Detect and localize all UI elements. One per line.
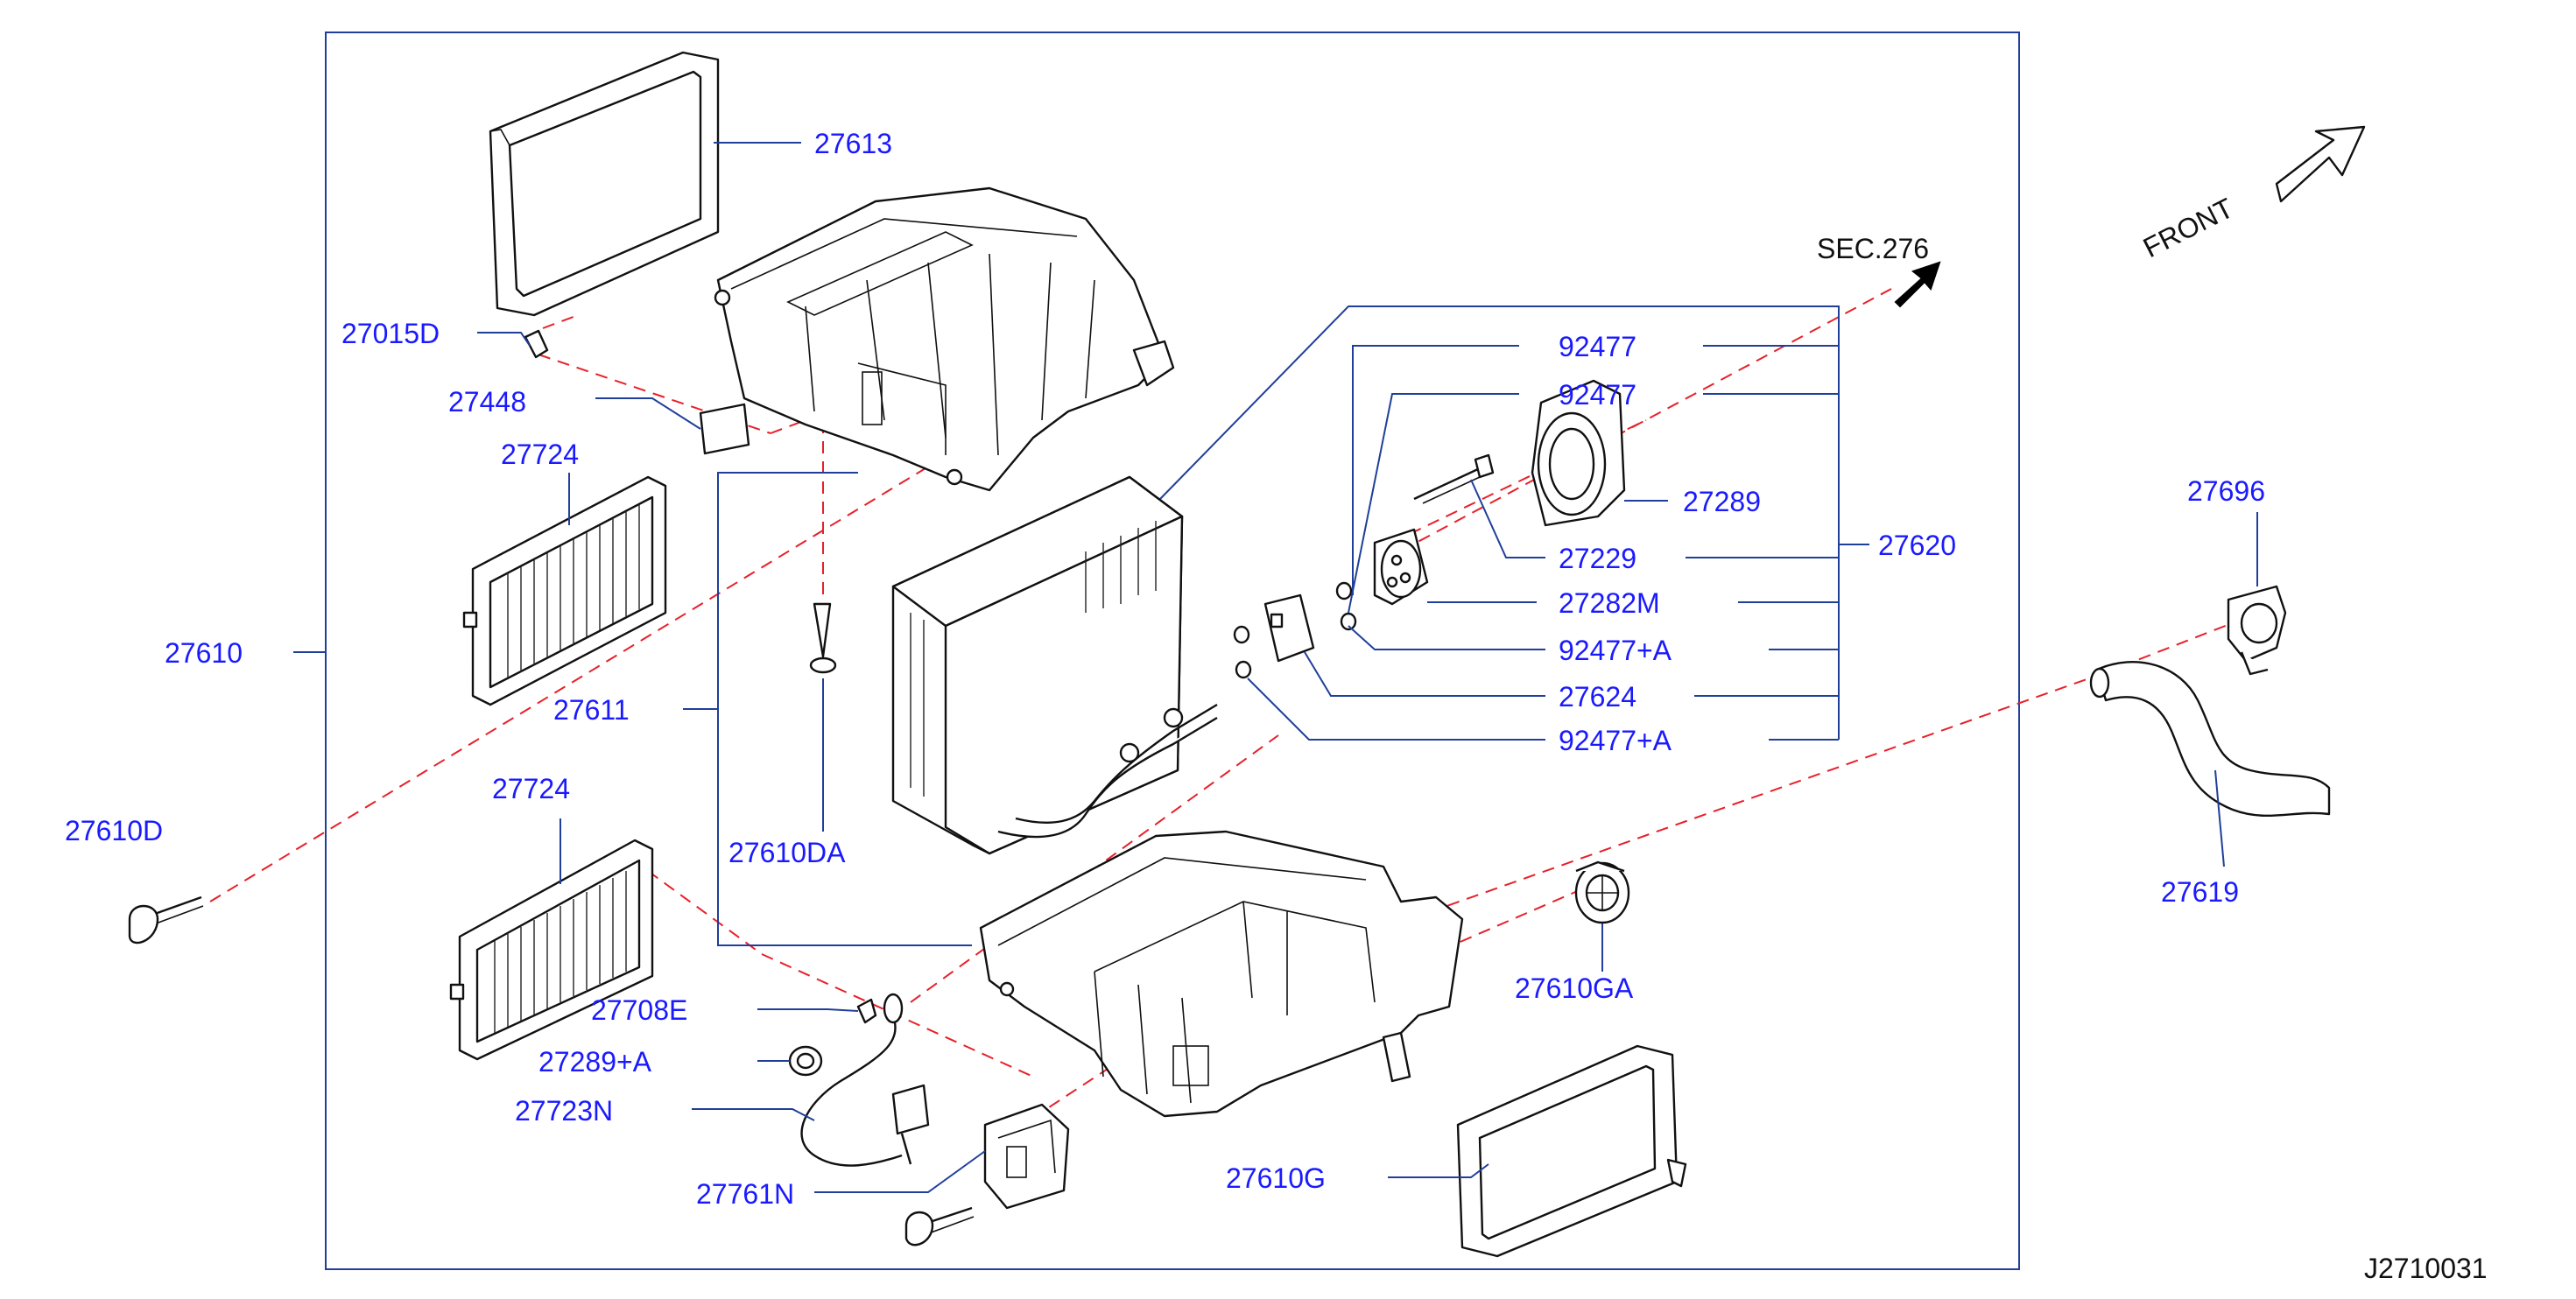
- leader-lines: [293, 142, 2258, 1193]
- diagram-id-code: J2710031: [2364, 1253, 2488, 1284]
- callout-27610DA: 27610DA: [728, 837, 846, 868]
- section-arrow: [1894, 261, 1941, 308]
- upper-housing: [714, 186, 1175, 492]
- callout-27015D: 27015D: [341, 318, 440, 349]
- front-arrow: [2275, 125, 2366, 203]
- bolt-27229: [1413, 453, 1495, 504]
- o-rings: [1233, 581, 1357, 679]
- pad-27448: [699, 403, 750, 455]
- callout-92477-2: 92477: [1559, 379, 1636, 411]
- screw-27610D: [128, 895, 204, 944]
- callout-27696: 27696: [2187, 475, 2265, 507]
- resistor-27761N: [983, 1103, 1070, 1210]
- callout-27620: 27620: [1878, 530, 1956, 561]
- expansion-valve-27624: [1263, 593, 1315, 663]
- frame-27610G: [1456, 1044, 1687, 1258]
- main-frame: [325, 32, 2020, 1270]
- callout-27610G: 27610G: [1226, 1162, 1326, 1194]
- callout-27610GA: 27610GA: [1515, 972, 1634, 1004]
- callout-27448: 27448: [448, 386, 526, 418]
- callout-labels: 27613 27015D 27448 27724 27610 27611 276…: [65, 128, 2488, 1284]
- air-filter-top: [462, 475, 667, 706]
- screw-27610DA: [809, 602, 837, 674]
- clip-27708E: [856, 998, 877, 1024]
- grommet-27289A: [788, 1045, 823, 1077]
- callout-27610: 27610: [165, 637, 243, 669]
- drain-hose-27619: [2089, 660, 2331, 818]
- callout-27624: 27624: [1559, 681, 1636, 713]
- callout-27724-bottom: 27724: [492, 773, 570, 804]
- grommet-27289: [1531, 379, 1626, 527]
- sensor-27723N: [800, 993, 930, 1167]
- filter-frame-27613: [489, 51, 720, 317]
- callout-27619: 27619: [2161, 876, 2239, 908]
- front-label: FRONT: [2138, 192, 2239, 263]
- callout-27289: 27289: [1683, 486, 1761, 517]
- evaporator-core: [891, 475, 1218, 855]
- callout-92477A-2: 92477+A: [1559, 725, 1672, 756]
- callout-27289A: 27289+A: [538, 1046, 652, 1078]
- callout-92477-1: 92477: [1559, 331, 1636, 362]
- clamp-27696: [2227, 585, 2287, 676]
- screw-bottom: [904, 1206, 975, 1246]
- drain-27610GA: [1574, 860, 1630, 924]
- block-27282M: [1373, 528, 1429, 606]
- callout-92477A-1: 92477+A: [1559, 635, 1672, 666]
- callout-27613: 27613: [814, 128, 892, 159]
- callout-27282M: 27282M: [1559, 587, 1660, 619]
- callout-27610D: 27610D: [65, 815, 163, 846]
- callout-27611: 27611: [553, 694, 630, 726]
- callout-27229: 27229: [1559, 543, 1636, 574]
- callout-27761N: 27761N: [696, 1178, 794, 1210]
- air-filter-bottom: [449, 839, 654, 1061]
- clip-27015D: [524, 329, 549, 359]
- callout-27723N: 27723N: [515, 1095, 613, 1127]
- callout-27708E: 27708E: [591, 994, 687, 1026]
- callout-27724-top: 27724: [501, 439, 579, 470]
- section-ref-label: SEC.276: [1817, 233, 1929, 264]
- lower-housing: [979, 830, 1464, 1118]
